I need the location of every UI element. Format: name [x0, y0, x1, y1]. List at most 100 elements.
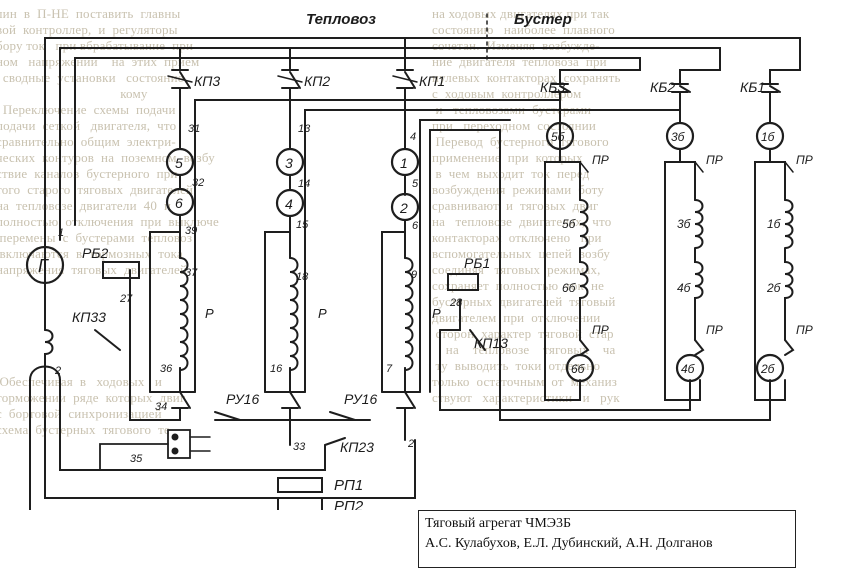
motor-1 [390, 147, 420, 177]
motor-label-1: 1 [400, 155, 408, 171]
winding-label-6b: 6б [562, 281, 577, 295]
wire-num-2b: 2 [407, 438, 414, 450]
winding-booster-2 [694, 199, 704, 311]
switch-label-kp23: КП23 [340, 439, 374, 455]
wire-num-2a: 2 [54, 365, 61, 377]
motor-1b [755, 121, 785, 151]
relay-label-rp2: РП2 [334, 498, 364, 510]
generator-label: Г [38, 256, 49, 276]
switch-label-ru16-a: РУ16 [226, 391, 259, 407]
label-kp1: КП1 [419, 73, 445, 89]
winding-label-r-3: Р [432, 306, 441, 321]
wire-num-14: 14 [298, 178, 310, 190]
fuse-label-2: ПР [706, 153, 723, 167]
motor-symbols [25, 121, 785, 383]
switch-label-kp33: КП33 [72, 309, 106, 325]
locomotive-branch-wires [129, 95, 771, 471]
wire-num-5: 5 [412, 178, 419, 190]
motor-label-3: 3 [285, 155, 293, 171]
wire-num-31: 31 [188, 123, 200, 135]
motor-label-2b: 2б [760, 362, 776, 376]
contactor-kp1 [392, 61, 418, 97]
switch-symbols [94, 161, 795, 446]
motor-label-3b: 3б [671, 130, 686, 144]
fuse-label-5: ПР [706, 323, 723, 337]
section-right-label: Бустер [514, 11, 572, 28]
motor-4b [675, 353, 705, 383]
caption-title: Тяговый агрегат ЧМЭ3Б [425, 516, 572, 531]
fuse-label-4: ПР [592, 323, 609, 337]
wire-num-37: 37 [185, 267, 198, 279]
fuse-label-1: ПР [592, 153, 609, 167]
winding-label-1b: 1б [767, 217, 782, 231]
generator [25, 245, 65, 285]
winding-booster-1 [579, 199, 589, 311]
relay-rb2 [102, 261, 140, 279]
winding-label-r-1: Р [205, 306, 214, 321]
contactor-kb2 [671, 79, 691, 93]
wire-num-28: 28 [449, 297, 463, 309]
terminal-block [167, 429, 191, 459]
contactor-kp3 [167, 61, 193, 97]
wire-num-27: 27 [119, 293, 133, 305]
wire-num-7: 7 [386, 363, 393, 375]
label-kp2: КП2 [304, 73, 330, 89]
fuse-label-6: ПР [796, 323, 813, 337]
winding-kp1 [404, 257, 414, 372]
label-kb3: КБ3 [540, 79, 565, 95]
wire-num-9: 9 [411, 269, 417, 281]
motor-label-4b: 4б [681, 362, 696, 376]
label-kp3: КП3 [194, 73, 220, 89]
winding-label-5b: 5б [562, 217, 577, 231]
winding-kp2 [289, 257, 299, 372]
wire-num-6: 6 [412, 220, 419, 232]
caption-authors: А.С. Кулабухов, Е.Л. Дубинский, А.Н. Дол… [425, 536, 713, 551]
relay-label-rp1: РП1 [334, 477, 363, 494]
label-kb1: КБ1 [740, 79, 765, 95]
booster-branch-wires [544, 59, 801, 401]
wire-num-33: 33 [293, 441, 306, 453]
winding-label-2b: 2б [766, 281, 782, 295]
field-windings [29, 199, 794, 381]
wire-num-35: 35 [130, 453, 143, 465]
relay-label-rb2: РБ2 [82, 245, 108, 261]
relay-rp2 [277, 497, 323, 510]
contactor-symbols [167, 61, 781, 97]
winding-label-3b: 3б [677, 217, 692, 231]
section-left-label: Тепловоз [306, 11, 376, 28]
motor-label-2: 2 [399, 200, 408, 216]
motor-label-5: 5 [175, 155, 183, 171]
motor-label-1b: 1б [761, 130, 776, 144]
motor-6 [165, 187, 195, 217]
relay-rp1 [277, 477, 323, 493]
motor-2b [755, 353, 785, 383]
motor-3 [275, 147, 305, 177]
winding-kp3 [179, 257, 189, 372]
switch-label-ru16-b: РУ16 [344, 391, 377, 407]
schematic: Тепловоз Бустер КП3 КП2 КП1 КБ3 КБ2 КБ1 … [25, 11, 813, 510]
motor-label-5b: 5б [551, 130, 566, 144]
motor-5 [165, 147, 195, 177]
winding-label-4b: 4б [677, 281, 692, 295]
contactor-kp2 [277, 61, 303, 97]
relay-label-rb1: РБ1 [464, 255, 490, 271]
motor-label-4: 4 [285, 196, 293, 212]
motor-label-6: 6 [175, 195, 183, 211]
contactor-kb3 [551, 79, 571, 93]
contactor-kb1 [761, 79, 781, 93]
wire-num-34: 34 [155, 401, 167, 413]
motor-4 [275, 188, 305, 218]
caption-box: Тяговый агрегат ЧМЭ3Б А.С. Кулабухов, Е.… [418, 510, 796, 568]
winding-booster-3 [784, 199, 794, 311]
wire-num-4: 4 [410, 131, 416, 143]
wire-num-32: 32 [192, 177, 204, 189]
wire-num-18: 18 [296, 271, 309, 283]
relay-rb1 [447, 273, 479, 291]
motor-2 [390, 192, 420, 222]
motor-5b [545, 121, 575, 151]
wire-num-36: 36 [160, 363, 173, 375]
wire-num-15: 15 [296, 219, 309, 231]
fuse-label-3: ПР [796, 153, 813, 167]
winding-label-r-2: Р [318, 306, 327, 321]
